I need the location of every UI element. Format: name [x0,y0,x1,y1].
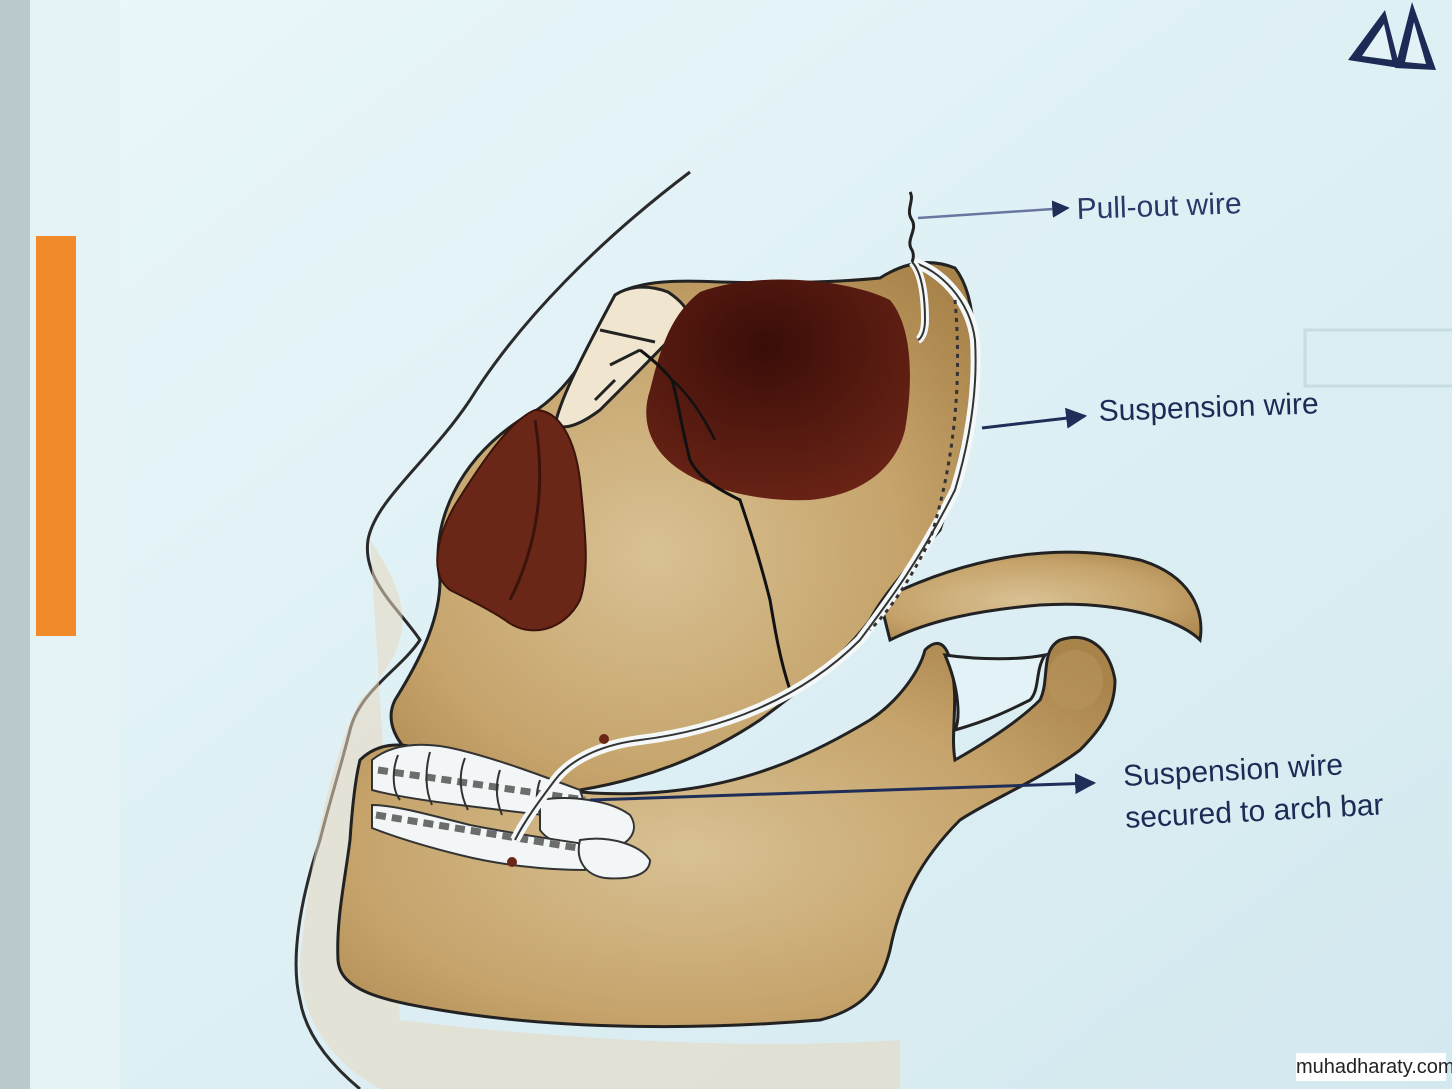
orange-chapter-tab [36,236,76,636]
pull-out-wire-twist [907,191,916,263]
suspension-wire-dotted-internal [868,299,960,632]
bleed-through-block [1303,328,1452,388]
suspension-wire-arrow [981,407,1088,430]
orbit [646,279,910,501]
nasal-bone-fracture-1 [593,328,656,402]
zygomatic-arch [878,550,1203,644]
nasal-bones [553,285,690,429]
fracture-line-orbit [639,348,792,691]
pull-out-wire-arrow [917,200,1070,220]
suspension-wire-label: Suspension wire [1098,387,1320,428]
soft-tissue-outline [294,170,691,1089]
pull-out-wire-label: Pull-out wire [1076,187,1243,226]
wire-knot-lower [507,857,517,867]
watermark: muhadharaty.com [1296,1053,1452,1081]
suspension-wire [514,261,977,841]
mandible [336,635,1117,1029]
soft-tissue-fill [300,540,900,1089]
nasal-septum [508,419,542,601]
condyle-highlight [1047,650,1103,710]
arch-bar-arrow [589,773,1097,802]
arch-bar-label: Suspension wire secured to arch bar [1122,742,1385,839]
page-edge-shadow [0,0,30,1089]
publisher-logo [1348,2,1436,70]
nasal-cavity [436,408,587,632]
wire-knot-upper [599,734,609,744]
sigmoid-notch [942,652,1049,733]
fracture-line-orbit-2 [671,379,717,441]
lower-teeth-with-arch-bar [371,803,652,880]
